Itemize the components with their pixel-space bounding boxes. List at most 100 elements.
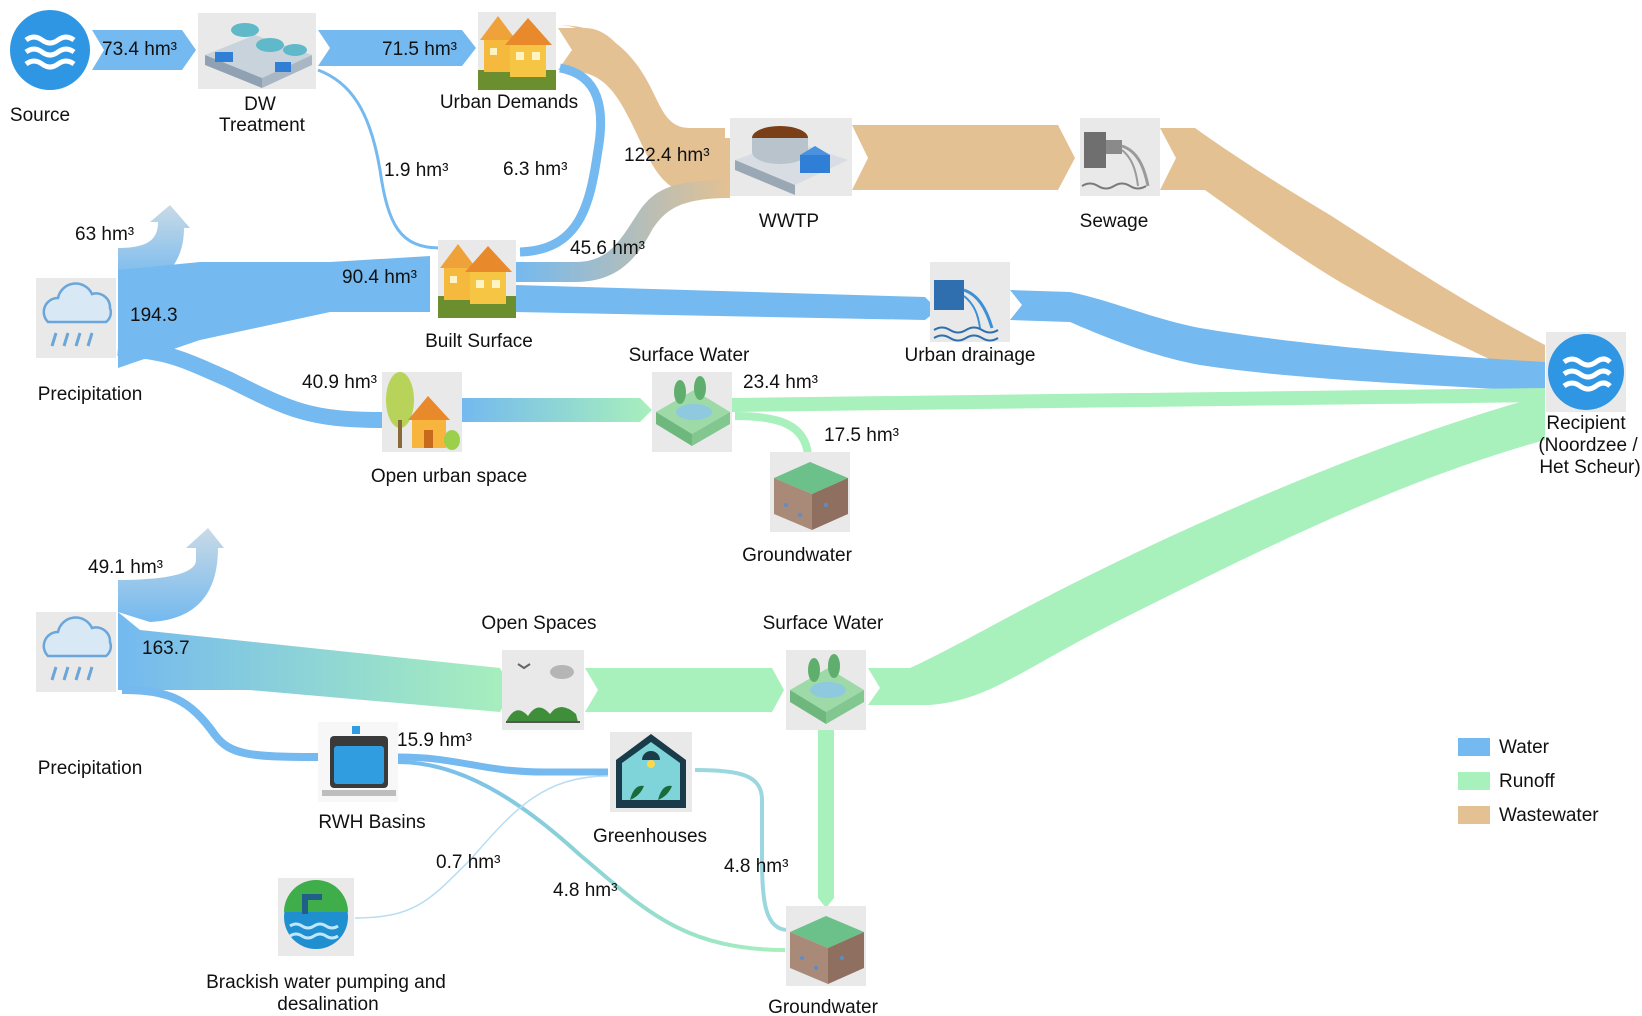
surface-water-top-label: Surface Water [629, 345, 750, 366]
flow-label-precip-top-return: 63 hm³ [75, 224, 134, 245]
flow-precip-bottom-return [118, 528, 224, 622]
urban-demands-node: Urban Demands [440, 12, 578, 113]
flow-urban-to-wwtp-band [558, 28, 730, 195]
greenhouses-label: Greenhouses [593, 826, 707, 847]
flow-precip-to-built [118, 256, 430, 368]
water-waves-icon [1548, 334, 1624, 410]
flow-label-rwh-to-greenhouses: 15.9 hm³ [397, 730, 472, 751]
water-waves-icon [10, 10, 90, 90]
brackish-node: Brackish water pumping and desalination [206, 878, 446, 1015]
built-surface-node: Built Surface [425, 240, 533, 352]
open-urban-space-label: Open urban space [371, 466, 527, 487]
flow-label-dw-to-built: 1.9 hm³ [384, 160, 448, 181]
recipient-label-3: Het Scheur) [1539, 457, 1640, 478]
wastewater-plant-icon [735, 126, 848, 195]
flow-sewage-to-recipient [1160, 128, 1545, 385]
outfall-icon [1081, 132, 1150, 190]
flow-built-to-drainage [515, 285, 938, 320]
groundwater-bottom-label: Groundwater [768, 997, 879, 1016]
legend-swatch-water [1458, 738, 1490, 756]
legend-label-runoff: Runoff [1499, 771, 1555, 792]
flow-built-to-wwtp [515, 180, 730, 282]
flow-label-precip-bottom-return: 49.1 hm³ [88, 557, 163, 578]
flow-label-brackish-to-greenhouses: 0.7 hm³ [436, 852, 500, 873]
dw-treatment-node: DW Treatment [198, 13, 316, 136]
flow-precip-top-return [118, 205, 190, 284]
flow-label-precip-bottom-total: 163.7 [142, 638, 190, 659]
flow-surface-to-groundwater-top [734, 412, 812, 456]
flow-open-urban-to-surface [462, 398, 652, 422]
houses-icon [438, 244, 516, 318]
wwtp-node: WWTP [730, 118, 852, 232]
built-surface-label: Built Surface [425, 331, 533, 352]
flow-label-precip-to-built: 90.4 hm³ [342, 267, 417, 288]
recipient-label-1: Recipient [1546, 413, 1626, 434]
urban-demands-label: Urban Demands [440, 92, 578, 113]
soil-block-icon [790, 916, 864, 984]
urban-drainage-node: Urban drainage [905, 262, 1036, 366]
sewage-label: Sewage [1080, 211, 1149, 232]
soil-block-icon [774, 462, 848, 530]
houses-icon [478, 16, 556, 90]
wwtp-label: WWTP [759, 211, 819, 232]
flows [92, 25, 1545, 952]
flow-urban-to-built [519, 63, 606, 257]
groundwater-top-node: Groundwater [742, 452, 853, 566]
flow-rwh-to-greenhouses [397, 753, 608, 776]
greenhouses-node: Greenhouses [593, 732, 707, 847]
flow-groundwater-to-greenhouses [694, 768, 789, 932]
groundwater-top-label: Groundwater [742, 545, 853, 566]
legend-swatch-wastewater [1458, 806, 1490, 824]
recipient-label-2: (Noordzee / [1538, 435, 1638, 456]
flow-label-dw-to-urban: 71.5 hm³ [382, 39, 457, 60]
brackish-label-1: Brackish water pumping and [206, 972, 446, 993]
flow-precip-to-rwh [121, 686, 319, 761]
precipitation-top-label: Precipitation [38, 384, 143, 405]
legend-swatch-runoff [1458, 772, 1490, 790]
flow-dw-to-urban [318, 30, 476, 66]
surface-water-bottom-label: Surface Water [763, 613, 884, 634]
surface-water-top-node: Surface Water [629, 345, 750, 452]
rwh-basins-label: RWH Basins [318, 812, 425, 833]
legend: Water Runoff Wastewater [1458, 737, 1599, 826]
sewage-node: Sewage [1080, 118, 1160, 232]
flow-label-surface-to-groundwater: 17.5 hm³ [824, 425, 899, 446]
flow-label-built-to-wwtp: 45.6 hm³ [570, 238, 645, 259]
flow-label-precip-top-total: 194.3 [130, 305, 178, 326]
flow-wwtp-to-sewage [852, 125, 1075, 190]
tank-icon [322, 726, 396, 796]
groundwater-bottom-node: Groundwater [768, 906, 879, 1016]
flow-label-rwh-to-groundwater: 4.8 hm³ [553, 880, 617, 901]
source-node: Source [10, 10, 90, 126]
rwh-basins-node: RWH Basins [318, 722, 426, 833]
open-spaces-label: Open Spaces [481, 613, 596, 634]
flow-surface-to-groundwater-bottom [818, 730, 834, 908]
landscape-icon [506, 663, 580, 723]
flow-precip-to-open-urban [117, 340, 383, 428]
legend-label-water: Water [1499, 737, 1550, 758]
flow-dw-to-built [317, 68, 441, 250]
rain-cloud-icon [42, 282, 113, 347]
flow-label-groundwater-to-greenhouses: 4.8 hm³ [724, 856, 788, 877]
flow-drainage-to-recipient [1010, 290, 1545, 392]
dw-treatment-label-2: Treatment [219, 115, 306, 136]
flow-label-source-to-dw: 73.4 hm³ [102, 39, 177, 60]
flow-brackish-to-greenhouses [354, 775, 609, 919]
open-spaces-node: Open Spaces [481, 613, 597, 730]
flow-label-to-wwtp: 122.4 hm³ [624, 145, 710, 166]
tree-house-icon [386, 372, 460, 450]
dw-treatment-label-1: DW [244, 94, 276, 115]
greenhouse-icon [616, 734, 686, 808]
nodes: Source DW Treatment [10, 10, 1641, 1016]
precipitation-bottom-label: Precipitation [38, 758, 143, 779]
pond-icon [790, 654, 864, 724]
urban-drainage-label: Urban drainage [905, 345, 1036, 366]
rain-cloud-icon [42, 616, 113, 681]
pond-icon [656, 376, 730, 446]
flow-label-surface-to-recipient: 23.4 hm³ [743, 372, 818, 393]
source-label: Source [10, 105, 70, 126]
flow-open-to-surface-bottom [585, 668, 784, 712]
flow-precip-to-open-spaces [118, 612, 512, 712]
flow-labels: 73.4 hm³ 71.5 hm³ 1.9 hm³ 6.3 hm³ 122.4 … [75, 39, 899, 901]
